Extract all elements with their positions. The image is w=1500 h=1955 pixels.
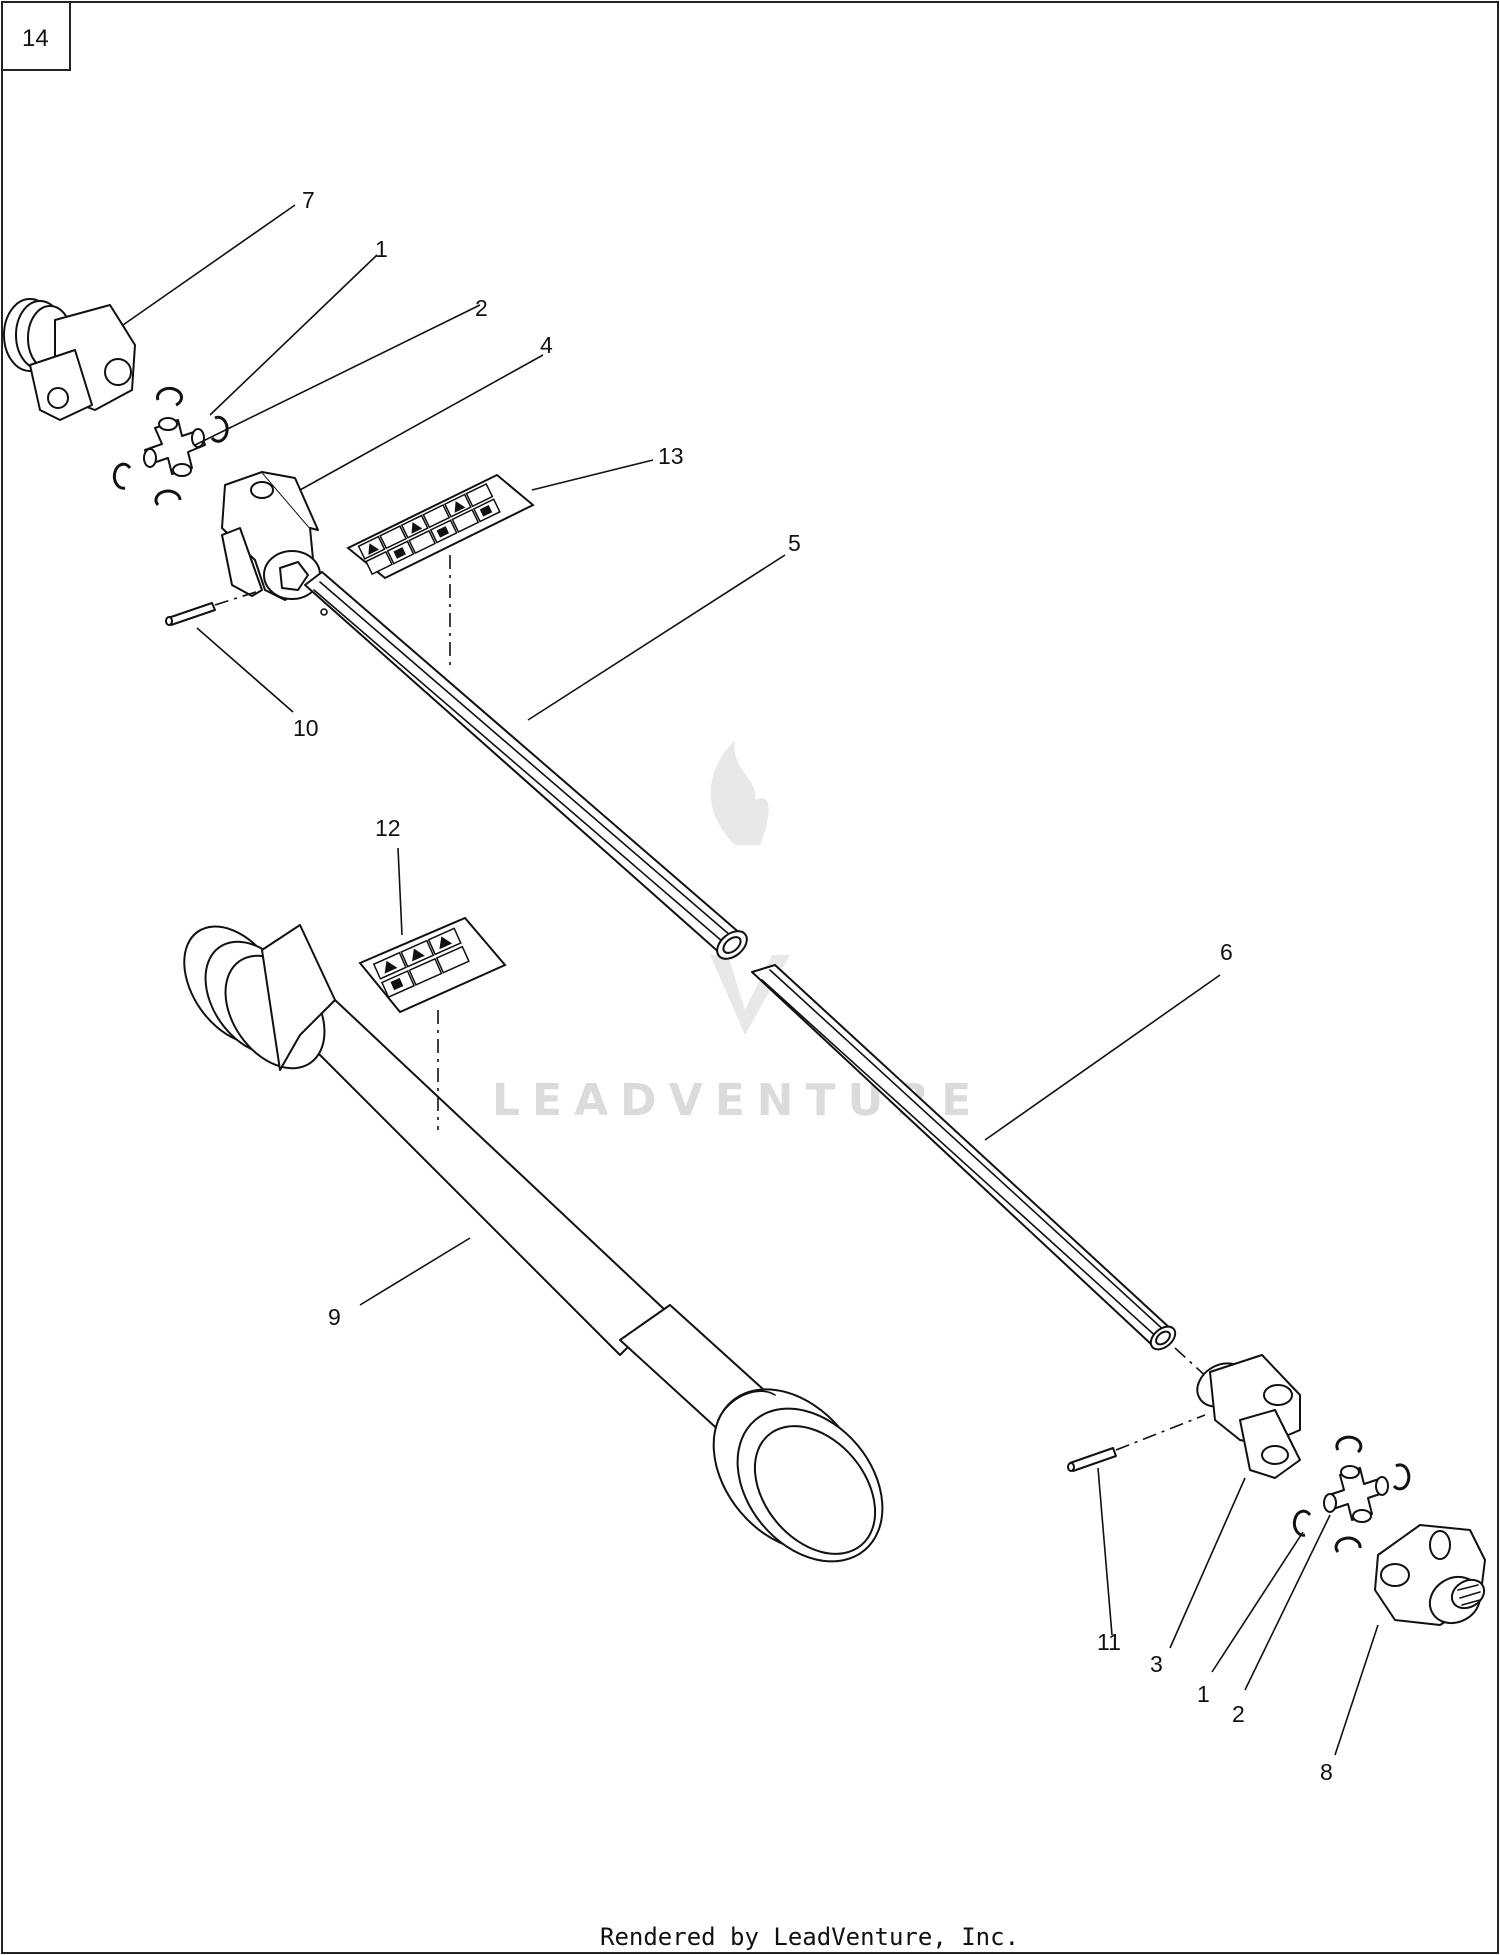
- page-number-box: 14: [1, 1, 71, 71]
- part-5-inner-tube: [304, 571, 748, 960]
- part-1-snap-rings-bottom: [1292, 1435, 1411, 1553]
- callout-12: 12: [375, 815, 401, 841]
- callout-1-top: 1: [375, 236, 388, 262]
- callout-2-top: 2: [475, 295, 488, 321]
- callout-7: 7: [302, 187, 315, 213]
- part-4-inner-yoke: [221, 471, 321, 601]
- part-9-shield: [183, 924, 884, 1563]
- part-1-snap-rings-top: [112, 386, 229, 506]
- page-number: 14: [22, 25, 49, 52]
- callout-13: 13: [658, 443, 684, 469]
- part-6-outer-tube: [751, 964, 1211, 1381]
- callout-10: 10: [293, 715, 319, 741]
- part-2-cross-bottom: [1323, 1465, 1389, 1523]
- callout-3: 3: [1150, 1651, 1163, 1677]
- part-3-outer-yoke: [1196, 1354, 1301, 1479]
- part-11-roll-pin: [1067, 1414, 1206, 1472]
- render-credit: Rendered by LeadVenture, Inc.: [600, 1923, 1019, 1951]
- part-7-yoke: [3, 298, 136, 421]
- part-12-decal: [358, 916, 507, 1130]
- callout-2-bottom: 2: [1232, 1701, 1245, 1727]
- callout-11: 11: [1097, 1629, 1121, 1655]
- callout-5: 5: [788, 530, 801, 556]
- part-10-roll-pin: [165, 589, 263, 626]
- part-8-yoke: [1374, 1524, 1486, 1626]
- callout-8: 8: [1320, 1759, 1333, 1785]
- callout-6: 6: [1220, 939, 1233, 965]
- part-2-cross-top: [143, 417, 206, 477]
- leader-lines: [122, 204, 1379, 1756]
- callout-1-bottom: 1: [1197, 1681, 1210, 1707]
- callout-9: 9: [328, 1304, 341, 1330]
- callout-labels: 7 1 2 4 13 5 10 12 6 9 11 3 1 2 8: [293, 187, 1333, 1785]
- part-13-decal: [346, 473, 535, 665]
- callout-4: 4: [540, 332, 553, 358]
